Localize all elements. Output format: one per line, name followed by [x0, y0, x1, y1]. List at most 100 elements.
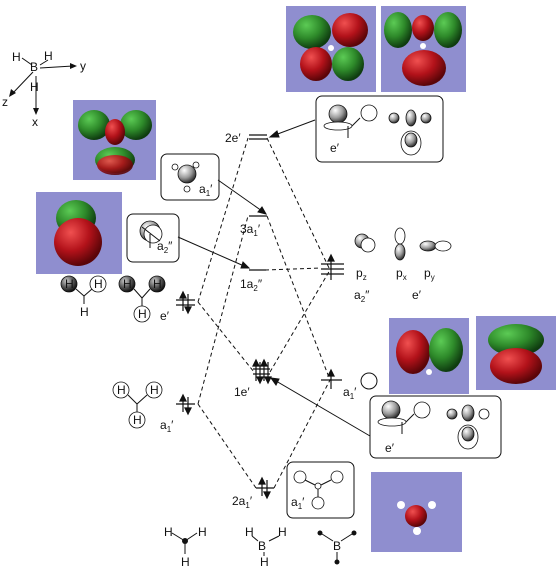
box-bottom-label: a: [291, 495, 298, 509]
right-a2pp-name: a: [354, 288, 361, 302]
bottom-bh3-h1: H: [245, 525, 254, 539]
px-label: p: [396, 266, 403, 280]
h3a-h2: H: [150, 383, 159, 397]
orbital-panel-a2pp: [36, 192, 122, 274]
bottom-h3: H H H: [164, 525, 207, 569]
level-2a1-prime: ′: [250, 494, 253, 508]
axis-h1-label: H: [12, 50, 21, 64]
h3e2-h1: H: [123, 277, 132, 291]
box-top-right-prime: ′: [337, 141, 340, 155]
h3e2-h3: H: [138, 307, 147, 321]
right-a2pp-prime: ″: [365, 288, 370, 302]
svg-text:a2″: a2″: [354, 288, 370, 304]
svg-text:e′: e′: [160, 309, 170, 323]
level-1e: 1e′: [234, 358, 272, 399]
right-e-prime: ′: [419, 288, 422, 302]
bottom-b: B: [317, 530, 357, 565]
left-e-prime: ′: [167, 309, 170, 323]
orbital-panel-bottom: [371, 472, 462, 552]
orbital-panel-mid-2: [476, 316, 556, 390]
box-a1-prime: ′: [210, 182, 213, 196]
left-level-e: e′: [160, 290, 195, 323]
svg-text:a2″: a2″: [157, 239, 173, 255]
axis-h2-label: H: [44, 49, 53, 63]
left-h3-sketch-e: H H H H H H: [60, 275, 166, 323]
svg-text:pz: pz: [356, 266, 367, 282]
right-a1-name: a: [343, 385, 350, 399]
level-1a2pp: 1a2″: [240, 269, 266, 293]
orbital-panel-top-2: [381, 6, 466, 92]
level-2e: 2e′: [225, 131, 267, 145]
right-a1-sub: 1: [350, 392, 355, 401]
box-a1: a1′: [160, 153, 220, 201]
pointer-arrows: [177, 119, 371, 437]
svg-text:1e′: 1e′: [234, 385, 250, 399]
left-e-name: e: [160, 309, 167, 323]
svg-text:py: py: [424, 266, 435, 282]
h3a-h1: H: [117, 383, 126, 397]
svg-text:1a2″: 1a2″: [240, 277, 263, 293]
py-sub: y: [431, 273, 435, 282]
level-2a1-name: 2a: [232, 494, 246, 508]
level-3a1-prime: ′: [258, 222, 261, 236]
bottom-bh3-h3: H: [260, 555, 269, 569]
svg-text:2a1′: 2a1′: [232, 494, 253, 510]
left-a1-prime: ′: [171, 418, 174, 432]
bottom-h3-h1: H: [164, 525, 173, 539]
bottom-bh3: H B H H: [245, 525, 287, 569]
right-level-a1: a1′: [321, 368, 378, 401]
pz-sub: z: [363, 273, 367, 282]
orbital-panel-top-1: [286, 6, 376, 92]
h3e-h1: H: [65, 277, 74, 291]
box-a2pp-sub: 2: [164, 246, 169, 255]
level-3a1-sub: 1: [253, 229, 258, 238]
axes-glyph: H H B H y z x: [2, 49, 86, 129]
box-a2pp-prime: ″: [168, 239, 173, 253]
box-a2pp: a2″: [126, 213, 180, 263]
level-1e-prime: ′: [247, 385, 250, 399]
svg-text:a1′: a1′: [343, 385, 357, 401]
h3a-h3: H: [133, 413, 142, 427]
box-bottom-prime: ′: [302, 495, 305, 509]
svg-text:3a1′: 3a1′: [240, 222, 261, 238]
svg-text:px: px: [396, 266, 407, 282]
level-3a1-name: 3a: [240, 222, 254, 236]
py-label: p: [424, 266, 431, 280]
svg-text:2e′: 2e′: [225, 131, 241, 145]
level-2a1: 2a1′: [232, 476, 274, 510]
px-sub: x: [403, 273, 407, 282]
left-a1-sub: 1: [167, 425, 172, 434]
axis-b-label: B: [30, 60, 38, 74]
box-top-right-e: e′: [315, 95, 444, 163]
right-level-p: [321, 253, 344, 280]
right-p-orbitals: pz px py a2″ e′: [354, 227, 452, 304]
svg-text:a1′: a1′: [199, 182, 213, 198]
svg-text:e′: e′: [385, 441, 395, 455]
box-mid-right-e: e′: [369, 395, 502, 459]
axis-h3-label: H: [30, 80, 39, 94]
axis-y-label: y: [80, 59, 86, 73]
box-bottom-sub: 1: [298, 502, 303, 511]
level-1a2pp-prime: ″: [258, 277, 263, 291]
right-a1-prime: ′: [354, 385, 357, 399]
level-1a2pp-sub: 2: [253, 284, 258, 293]
box-bottom-a1: a1′: [286, 461, 355, 519]
level-2a1-sub: 1: [245, 501, 250, 510]
h3e-h2: H: [94, 277, 103, 291]
left-h3-sketch-a1: H H H: [112, 381, 163, 429]
orbital-panel-mid-1: [389, 318, 469, 394]
level-1e-name: 1e: [234, 385, 248, 399]
right-a2pp-sub: 2: [361, 295, 366, 304]
svg-text:a1′: a1′: [291, 495, 305, 511]
bottom-h3-h2: H: [198, 525, 207, 539]
box-a1-label: a: [199, 182, 206, 196]
box-top-right-label: e: [330, 141, 337, 155]
bottom-h3-h3: H: [181, 555, 190, 569]
axis-z-label: z: [2, 95, 8, 109]
bottom-bh3-b: B: [258, 539, 266, 553]
correlation-lines: [197, 137, 331, 489]
h3e-h3: H: [80, 305, 89, 319]
box-mid-right-label: e: [385, 441, 392, 455]
